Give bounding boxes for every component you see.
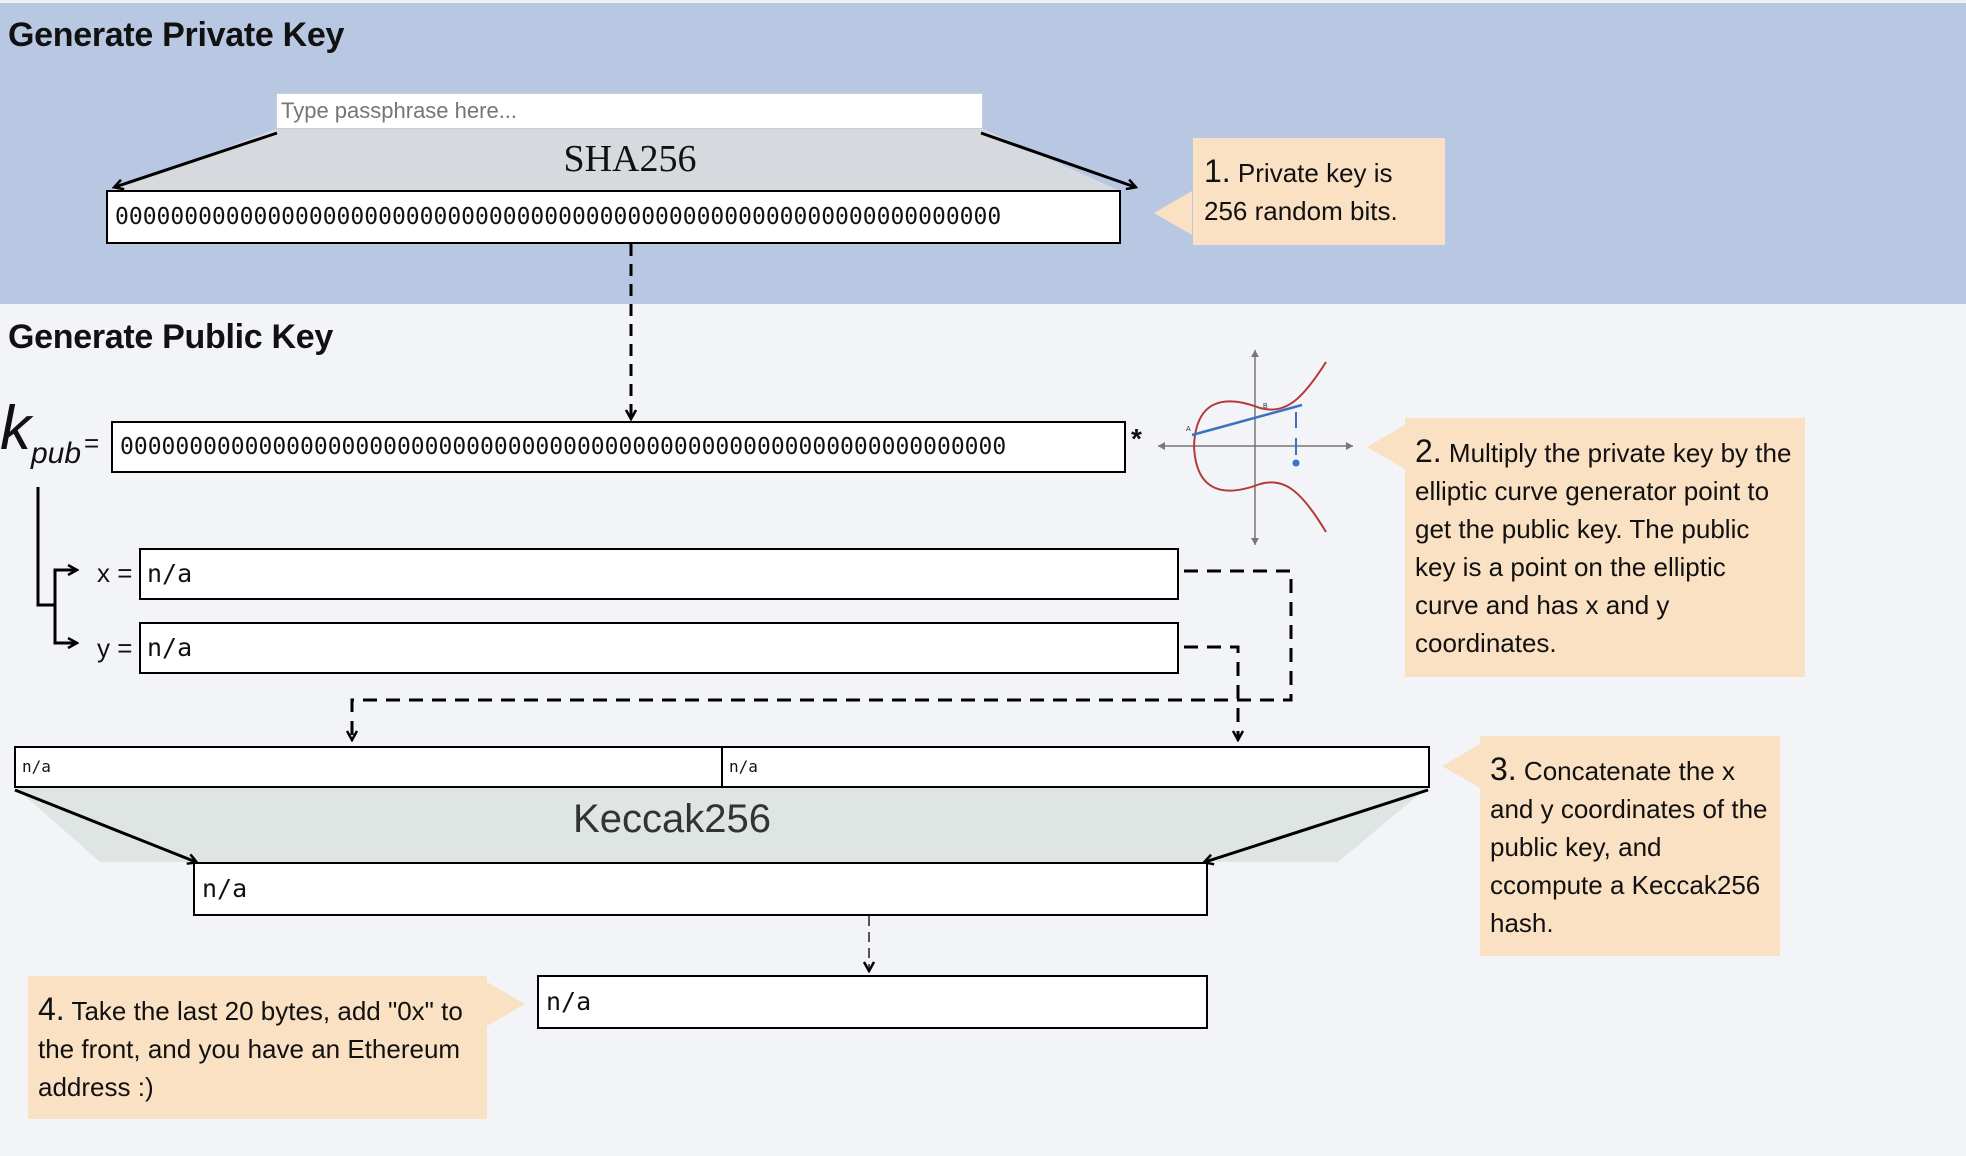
note-address: 4. Take the last 20 bytes, add "0x" to t… xyxy=(28,976,487,1119)
note-private-key: 1. Private key is 256 random bits. xyxy=(1193,138,1445,245)
note-4-tail xyxy=(487,982,525,1026)
note-3-text: Concatenate the x and y coordinates of t… xyxy=(1490,756,1768,938)
x-coordinate-field[interactable]: n/a xyxy=(139,548,1179,600)
curve-point-a-label: A xyxy=(1186,426,1191,433)
note-2-tail xyxy=(1367,425,1405,469)
kpub-symbol: kpub xyxy=(0,398,81,471)
multiply-symbol: * xyxy=(1131,423,1142,454)
curve-point-b-label: B xyxy=(1263,403,1268,410)
note-4-number: 4. xyxy=(38,991,65,1027)
note-3-number: 3. xyxy=(1490,751,1517,787)
y-label: y = xyxy=(97,633,133,663)
y-coordinate-field[interactable]: n/a xyxy=(139,622,1179,674)
note-2-number: 2. xyxy=(1415,433,1442,469)
public-key-section-title: Generate Public Key xyxy=(8,318,333,356)
private-key-field[interactable]: 0000000000000000000000000000000000000000… xyxy=(106,190,1121,244)
passphrase-input[interactable] xyxy=(276,93,983,129)
kpub-equals: = xyxy=(84,428,100,458)
note-keccak: 3. Concatenate the x and y coordinates o… xyxy=(1480,736,1780,956)
sha256-label: SHA256 xyxy=(563,138,697,180)
kpub-subscript: pub xyxy=(31,437,82,470)
note-2-text: Multiply the private key by the elliptic… xyxy=(1415,438,1792,658)
elliptic-curve-illustration: A B xyxy=(1158,350,1353,545)
sha256-arrow-left xyxy=(115,131,278,187)
keccak256-funnel xyxy=(15,787,1428,862)
note-3-tail xyxy=(1442,744,1480,788)
x-to-concat-connector xyxy=(352,569,1293,739)
note-1-text: Private key is 256 random bits. xyxy=(1204,158,1398,226)
keccak256-label: Keccak256 xyxy=(573,797,771,841)
sha256-funnel xyxy=(112,129,1118,190)
sha256-arrow-right xyxy=(980,131,1135,187)
note-1-tail xyxy=(1154,191,1192,235)
keccak-hash-field[interactable]: n/a xyxy=(193,862,1208,916)
kpub-k: k xyxy=(0,394,31,463)
kpub-xy-bracket xyxy=(36,487,55,607)
concat-y-field[interactable]: n/a xyxy=(721,746,1430,788)
private-key-section-title: Generate Private Key xyxy=(8,16,345,54)
ethereum-address-field[interactable]: n/a xyxy=(537,975,1208,1029)
x-label: x = xyxy=(97,558,133,588)
kpub-private-key-field[interactable]: 0000000000000000000000000000000000000000… xyxy=(111,421,1126,473)
note-public-key: 2. Multiply the private key by the ellip… xyxy=(1405,418,1805,677)
keccak256-arrow-right xyxy=(1205,788,1429,862)
y-to-concat-connector xyxy=(1184,645,1238,739)
concat-x-field[interactable]: n/a xyxy=(14,746,723,788)
note-1-number: 1. xyxy=(1204,153,1231,189)
note-4-text: Take the last 20 bytes, add "0x" to the … xyxy=(38,996,463,1102)
keccak256-arrow-left xyxy=(14,788,196,862)
